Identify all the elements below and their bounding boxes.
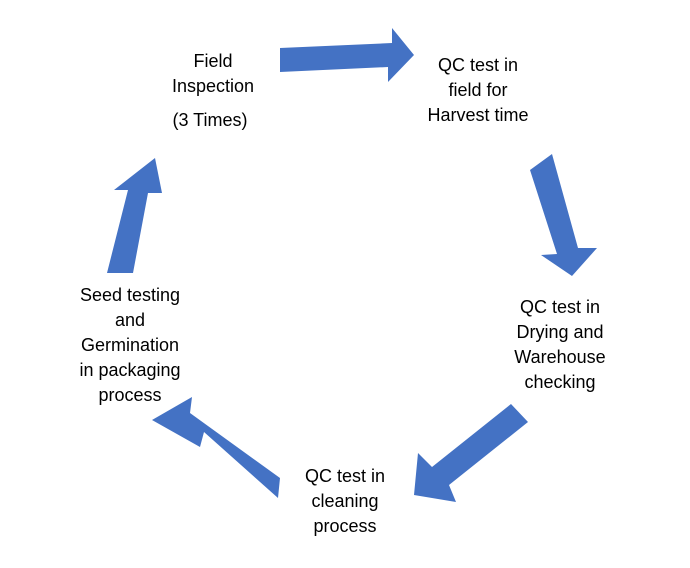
node-seed-testing-line-1: Seed testing [80, 285, 180, 305]
node-drying-warehouse-qc-line-2: Drying and [516, 322, 603, 342]
node-field-inspection-note: (3 Times) [172, 110, 247, 130]
node-drying-warehouse-qc-line-1: QC test in [520, 297, 600, 317]
arrow-field-inspection-to-harvest-qc [280, 28, 414, 82]
node-drying-warehouse-qc-line-3: Warehouse [514, 347, 605, 367]
node-seed-testing-line-3: Germination [81, 335, 179, 355]
node-seed-testing: Seed testing and Germination in packagin… [79, 285, 180, 405]
node-seed-testing-line-4: in packaging [79, 360, 180, 380]
node-cleaning-qc-line-2: cleaning [311, 491, 378, 511]
node-field-inspection: Field Inspection (3 Times) [172, 51, 254, 130]
node-harvest-qc-line-3: Harvest time [427, 105, 528, 125]
node-harvest-qc-line-1: QC test in [438, 55, 518, 75]
node-harvest-qc-line-2: field for [448, 80, 507, 100]
node-cleaning-qc: QC test in cleaning process [305, 466, 385, 536]
arrow-harvest-qc-to-drying-qc [530, 154, 597, 276]
node-drying-warehouse-qc: QC test in Drying and Warehouse checking [514, 297, 605, 392]
arrow-drying-qc-to-cleaning-qc [414, 404, 528, 502]
node-field-inspection-line-2: Inspection [172, 76, 254, 96]
node-seed-testing-line-2: and [115, 310, 145, 330]
node-harvest-qc: QC test in field for Harvest time [427, 55, 528, 125]
node-drying-warehouse-qc-line-4: checking [524, 372, 595, 392]
node-cleaning-qc-line-1: QC test in [305, 466, 385, 486]
arrow-seed-testing-to-field-inspection [107, 158, 162, 273]
node-seed-testing-line-5: process [98, 385, 161, 405]
node-cleaning-qc-line-3: process [313, 516, 376, 536]
node-field-inspection-line-1: Field [193, 51, 232, 71]
arrow-cleaning-qc-to-seed-testing [152, 397, 280, 498]
